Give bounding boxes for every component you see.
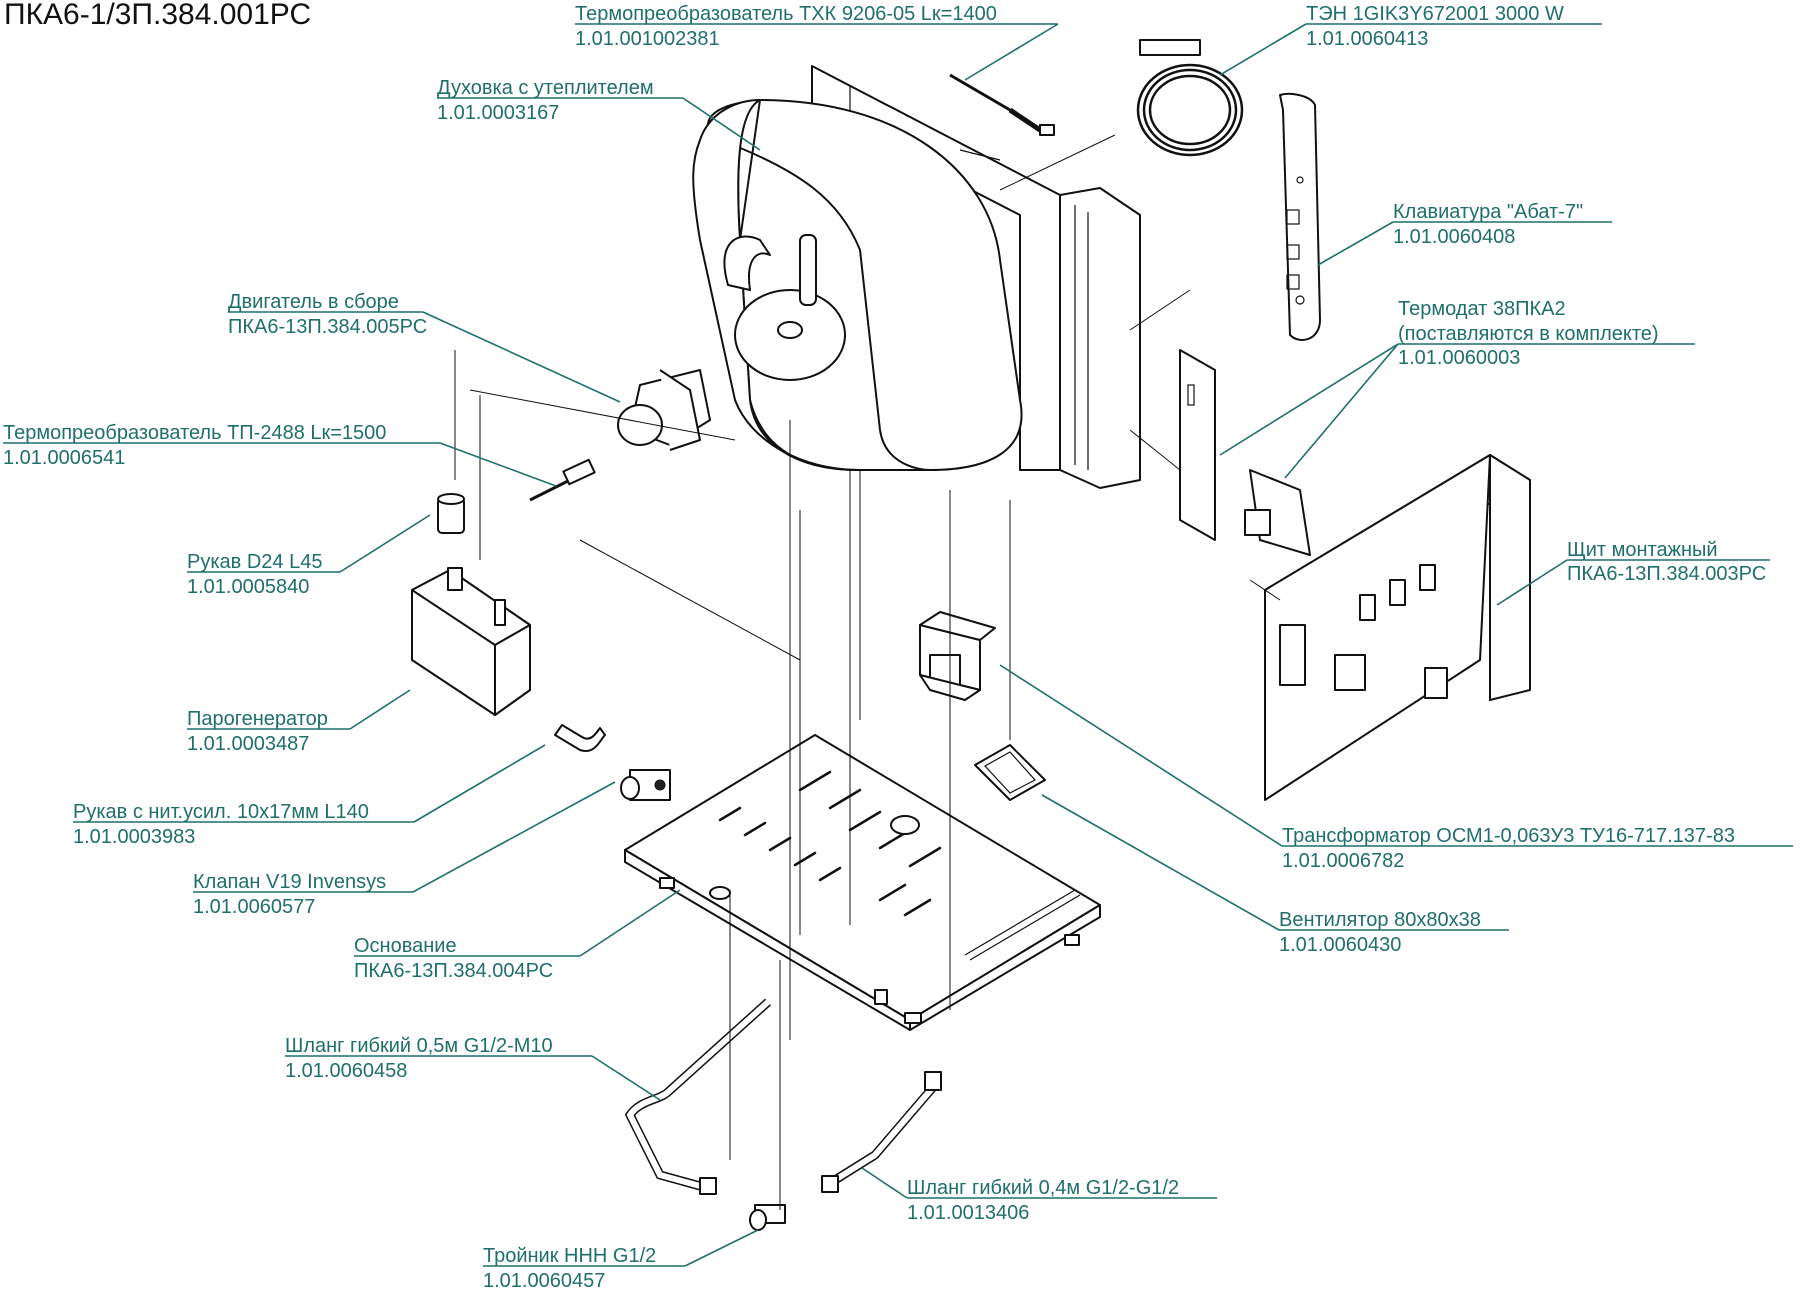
part-code: 1.01.0060458 bbox=[285, 1060, 407, 1082]
part-label: Термопреобразователь ТП-2488 Lк=1500 bbox=[3, 422, 386, 444]
part-code: 1.01.0003983 bbox=[73, 826, 195, 848]
part-label: Духовка с утеплителем bbox=[437, 77, 654, 99]
part-code: 1.01.0060408 bbox=[1393, 226, 1515, 248]
callout-reinforced-hose: Рукав с нит.усил. 10х17мм L140 1.01.0003… bbox=[73, 744, 546, 848]
fan bbox=[974, 744, 1046, 801]
callout-thermodat: Термодат 38ПКА2 (поставляются в комплект… bbox=[1219, 298, 1695, 479]
part-code: ПКА6-13П.384.005РС bbox=[228, 316, 427, 338]
callout-tee-fitting: Тройник ННН G1/2 1.01.0060457 bbox=[483, 1229, 759, 1291]
callout-thermocouple-txk: Термопреобразователь ТХК 9206-05 Lк=1400… bbox=[575, 3, 1059, 81]
transformer bbox=[919, 611, 996, 701]
base-plate bbox=[624, 734, 1101, 1031]
part-code: 1.01.0013406 bbox=[907, 1202, 1029, 1224]
part-label: Шланг гибкий 0,4м G1/2-G1/2 bbox=[907, 1177, 1179, 1199]
part-label: Термодат 38ПКА2 bbox=[1398, 298, 1566, 320]
callout-flexible-hose-04: Шланг гибкий 0,4м G1/2-G1/2 1.01.0013406 bbox=[861, 1167, 1217, 1224]
thermocouple-txk bbox=[949, 73, 1055, 136]
part-code: 1.01.0060457 bbox=[483, 1270, 605, 1291]
reinforced-hose bbox=[554, 724, 606, 752]
callout-flexible-hose-05: Шланг гибкий 0,5м G1/2-M10 1.01.0060458 bbox=[285, 1035, 661, 1101]
flexible-hose-04 bbox=[821, 1071, 942, 1193]
part-label: Трансформатор ОСМ1-0,063У3 ТУ16-717.137-… bbox=[1282, 825, 1735, 847]
keypad-panel bbox=[1279, 92, 1321, 341]
part-code: 1.01.0060577 bbox=[193, 896, 315, 918]
callout-thermocouple-tp: Термопреобразователь ТП-2488 Lк=1500 1.0… bbox=[3, 422, 557, 487]
callout-motor: Двигатель в сборе ПКА6-13П.384.005РС bbox=[228, 291, 621, 403]
part-label: Рукав D24 L45 bbox=[187, 551, 322, 573]
flexible-hose-05 bbox=[624, 998, 772, 1195]
part-code: 1.01.0006782 bbox=[1282, 850, 1404, 872]
part-label: Клапан V19 Invensys bbox=[193, 871, 386, 893]
tee-fitting bbox=[749, 1204, 786, 1231]
part-code: ПКА6-13П.384.004РС bbox=[354, 960, 553, 982]
part-note: (поставляются в комплекте) bbox=[1398, 323, 1659, 345]
callout-transformer: Трансформатор ОСМ1-0,063У3 ТУ16-717.137-… bbox=[999, 664, 1793, 872]
callout-heating-element: ТЭН 1GIK3Y672001 3000 W 1.01.0060413 bbox=[1219, 3, 1602, 76]
part-code: 1.01.0060003 bbox=[1398, 347, 1520, 369]
oven-with-insulation bbox=[692, 99, 1023, 471]
callout-steam-generator: Парогенератор 1.01.0003487 bbox=[187, 689, 411, 755]
callout-fan: Вентилятор 80х80х38 1.01.0060430 bbox=[1041, 794, 1509, 956]
part-label: Щит монтажный bbox=[1567, 539, 1718, 561]
part-label: Парогенератор bbox=[187, 708, 328, 730]
sleeve-d24 bbox=[437, 493, 465, 534]
part-code: ПКА6-13П.384.003РС bbox=[1567, 563, 1766, 585]
part-label: Основание bbox=[354, 935, 457, 957]
part-code: 1.01.001002381 bbox=[575, 28, 720, 50]
part-code: 1.01.0005840 bbox=[187, 576, 309, 598]
steam-generator bbox=[411, 567, 531, 716]
callout-mounting-panel: Щит монтажный ПКА6-13П.384.003РС bbox=[1496, 539, 1770, 606]
part-label: Двигатель в сборе bbox=[228, 291, 399, 313]
thermodat-boards bbox=[1179, 349, 1311, 556]
callout-valve: Клапан V19 Invensys 1.01.0060577 bbox=[193, 781, 616, 918]
part-label: Термопреобразователь ТХК 9206-05 Lк=1400 bbox=[575, 3, 997, 25]
callout-base: Основание ПКА6-13П.384.004РС bbox=[354, 889, 681, 982]
part-code: 1.01.0003487 bbox=[187, 733, 309, 755]
part-label: ТЭН 1GIK3Y672001 3000 W bbox=[1306, 3, 1564, 25]
part-label: Клавиатура "Абат-7" bbox=[1393, 201, 1583, 223]
document-title: ПКА6-1/3П.384.001РС bbox=[4, 0, 311, 31]
valve-v19 bbox=[620, 769, 671, 801]
mounting-panel bbox=[1264, 454, 1531, 801]
callout-keypad: Клавиатура "Абат-7" 1.01.0060408 bbox=[1317, 201, 1612, 266]
part-label: Рукав с нит.усил. 10х17мм L140 bbox=[73, 801, 369, 823]
part-code: 1.01.0006541 bbox=[3, 447, 125, 469]
part-label: Вентилятор 80х80х38 bbox=[1279, 909, 1481, 931]
motor-assembly bbox=[617, 369, 711, 451]
callout-oven: Духовка с утеплителем 1.01.0003167 bbox=[437, 77, 761, 151]
heating-element bbox=[1136, 39, 1244, 157]
part-label: Шланг гибкий 0,5м G1/2-M10 bbox=[285, 1035, 553, 1057]
callout-sleeve-d24: Рукав D24 L45 1.01.0005840 bbox=[187, 514, 431, 598]
part-code: 1.01.0060430 bbox=[1279, 934, 1401, 956]
assembly-guide-lines bbox=[454, 134, 1281, 1210]
thermocouple-tp bbox=[529, 458, 596, 502]
part-code: 1.01.0003167 bbox=[437, 102, 559, 124]
part-code: 1.01.0060413 bbox=[1306, 28, 1428, 50]
part-label: Тройник ННН G1/2 bbox=[483, 1245, 656, 1267]
